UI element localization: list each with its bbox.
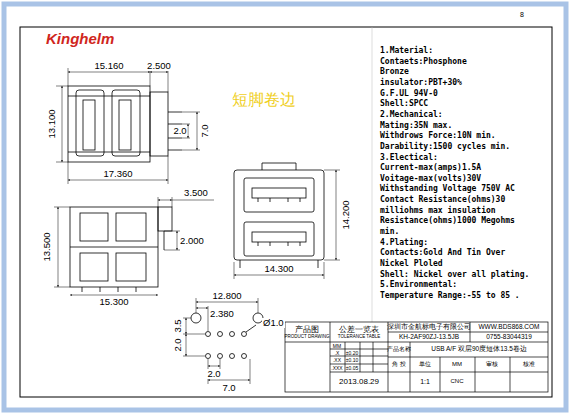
spec-text: Shell:SPCC bbox=[380, 100, 428, 108]
front-view bbox=[234, 163, 324, 268]
product-name-cell: USB A/F 双层90度短体13.5卷边 bbox=[431, 346, 527, 353]
tolerance-cell: ±0.10 bbox=[346, 358, 358, 363]
dimension-text: 7.0 bbox=[200, 123, 210, 138]
dimension-text: Ø1.0 bbox=[262, 318, 285, 328]
spec-text: 3.Electical: bbox=[380, 154, 438, 162]
title-cell: TOLERANCE TABLE bbox=[338, 335, 381, 340]
spec-text: Resistance(ohms)1000 Megohms bbox=[380, 217, 515, 225]
date-text: 2013.08.29 bbox=[339, 378, 379, 386]
spec-text: Nickel Ploled bbox=[380, 260, 443, 268]
dimension-text: 15.160 bbox=[93, 61, 124, 71]
column-divider bbox=[372, 27, 373, 322]
tolerance-cell: .X bbox=[335, 351, 340, 356]
spec-text: Mating:35N max. bbox=[380, 122, 452, 130]
phone-cell: 0755-83044319 bbox=[486, 334, 532, 341]
dimension-text: 14.200 bbox=[341, 199, 351, 230]
title-cell: CNC bbox=[451, 378, 464, 384]
spec-text: Contacts:Gold And Tin Over bbox=[380, 249, 505, 257]
side-view bbox=[70, 207, 172, 292]
spec-text: Bronze bbox=[380, 68, 409, 76]
dimension-text: 14.300 bbox=[263, 264, 294, 274]
dimension-text: 3.5 bbox=[173, 318, 183, 333]
title-cell: 产品图 bbox=[295, 326, 319, 334]
spec-text: 2.Mechanical: bbox=[380, 111, 443, 119]
brand-logo: Kinghelm bbox=[46, 31, 114, 47]
dimension-text: 12.800 bbox=[211, 291, 242, 301]
spec-text: Contact Resistance(ohms)30 bbox=[380, 196, 505, 204]
tolerance-cell: .XX bbox=[333, 358, 341, 363]
dimension-text: 2.500 bbox=[146, 61, 172, 71]
spec-text: Temperature Range:-55 to 85 . bbox=[380, 292, 520, 300]
pcb-footprint bbox=[191, 313, 263, 359]
title-cell: 产品名称 bbox=[387, 346, 411, 352]
dimension-text: 15.300 bbox=[98, 297, 129, 307]
title-cell: PRODUCT DRAWING bbox=[285, 335, 330, 340]
spec-text: 5.Environmental: bbox=[380, 281, 457, 289]
tolerance-cell: ±0.20 bbox=[346, 351, 358, 356]
dimension-text: 2.0 bbox=[172, 126, 187, 136]
dimension-text: 2.0 bbox=[173, 337, 183, 352]
company-cell: 深圳市金航标电子有限公司 bbox=[387, 324, 471, 331]
note-text: 短脚卷边 bbox=[232, 92, 296, 109]
title-cell: 审核 bbox=[486, 361, 498, 367]
company-cell: WWW.BDS868.COM bbox=[478, 324, 539, 331]
spec-text: Contaets:Phosphone bbox=[380, 58, 467, 66]
dimension-text: 2.000 bbox=[179, 236, 205, 246]
title-cell: 核准 bbox=[523, 361, 535, 367]
sheet-frame bbox=[4, 4, 566, 410]
title-cell: 公差一览表 bbox=[339, 326, 379, 334]
tolerance-cell: MM bbox=[333, 344, 341, 349]
dimension-text: 13.100 bbox=[47, 108, 57, 139]
part-number-cell: KH-2AF90ZJ-13.5JB bbox=[399, 334, 459, 341]
spec-text: 1.Material: bbox=[380, 47, 433, 55]
drawing-border bbox=[20, 27, 552, 397]
spec-text: Current-max(amps)1.5A bbox=[380, 164, 481, 172]
scale-cell: 1:1 bbox=[420, 378, 430, 385]
dimension-text: 3.500 bbox=[183, 188, 209, 198]
spec-text: Darability:1500 cycles min. bbox=[380, 143, 510, 151]
spec-text: Withstanding Voltage 750V AC bbox=[380, 185, 515, 193]
title-cell: MM bbox=[452, 361, 462, 367]
spec-text: G.F.UL 94V-0 bbox=[380, 90, 438, 98]
dimension-text: 7.0 bbox=[221, 383, 236, 393]
title-cell: 单位 bbox=[419, 361, 431, 367]
title-cell: 角 投 bbox=[392, 361, 406, 367]
dimension-text: 17.360 bbox=[102, 169, 133, 179]
dimension-lines bbox=[54, 68, 340, 384]
dimension-text: 2.0 bbox=[206, 369, 221, 379]
title-block bbox=[285, 322, 548, 392]
dimension-text: 2.380 bbox=[209, 309, 235, 319]
spec-text: Voitage-max(volts)30V bbox=[380, 175, 481, 183]
tolerance-cell: ±0.05 bbox=[346, 366, 358, 371]
dimension-text: 13.500 bbox=[42, 231, 52, 262]
top-view bbox=[68, 86, 182, 162]
spec-text: 4.Plating: bbox=[380, 239, 428, 247]
spec-text: insulator:PBT+30% bbox=[380, 79, 462, 87]
spec-text: Shell: Nickel over all plating. bbox=[380, 271, 529, 279]
tolerance-cell: .XXX bbox=[331, 366, 342, 371]
page-number: 8 bbox=[520, 11, 524, 18]
spec-text: Withdrows Force:10N min. bbox=[380, 132, 496, 140]
spec-text: min. bbox=[380, 228, 399, 236]
spec-text: milliohms max insulation bbox=[380, 207, 496, 215]
